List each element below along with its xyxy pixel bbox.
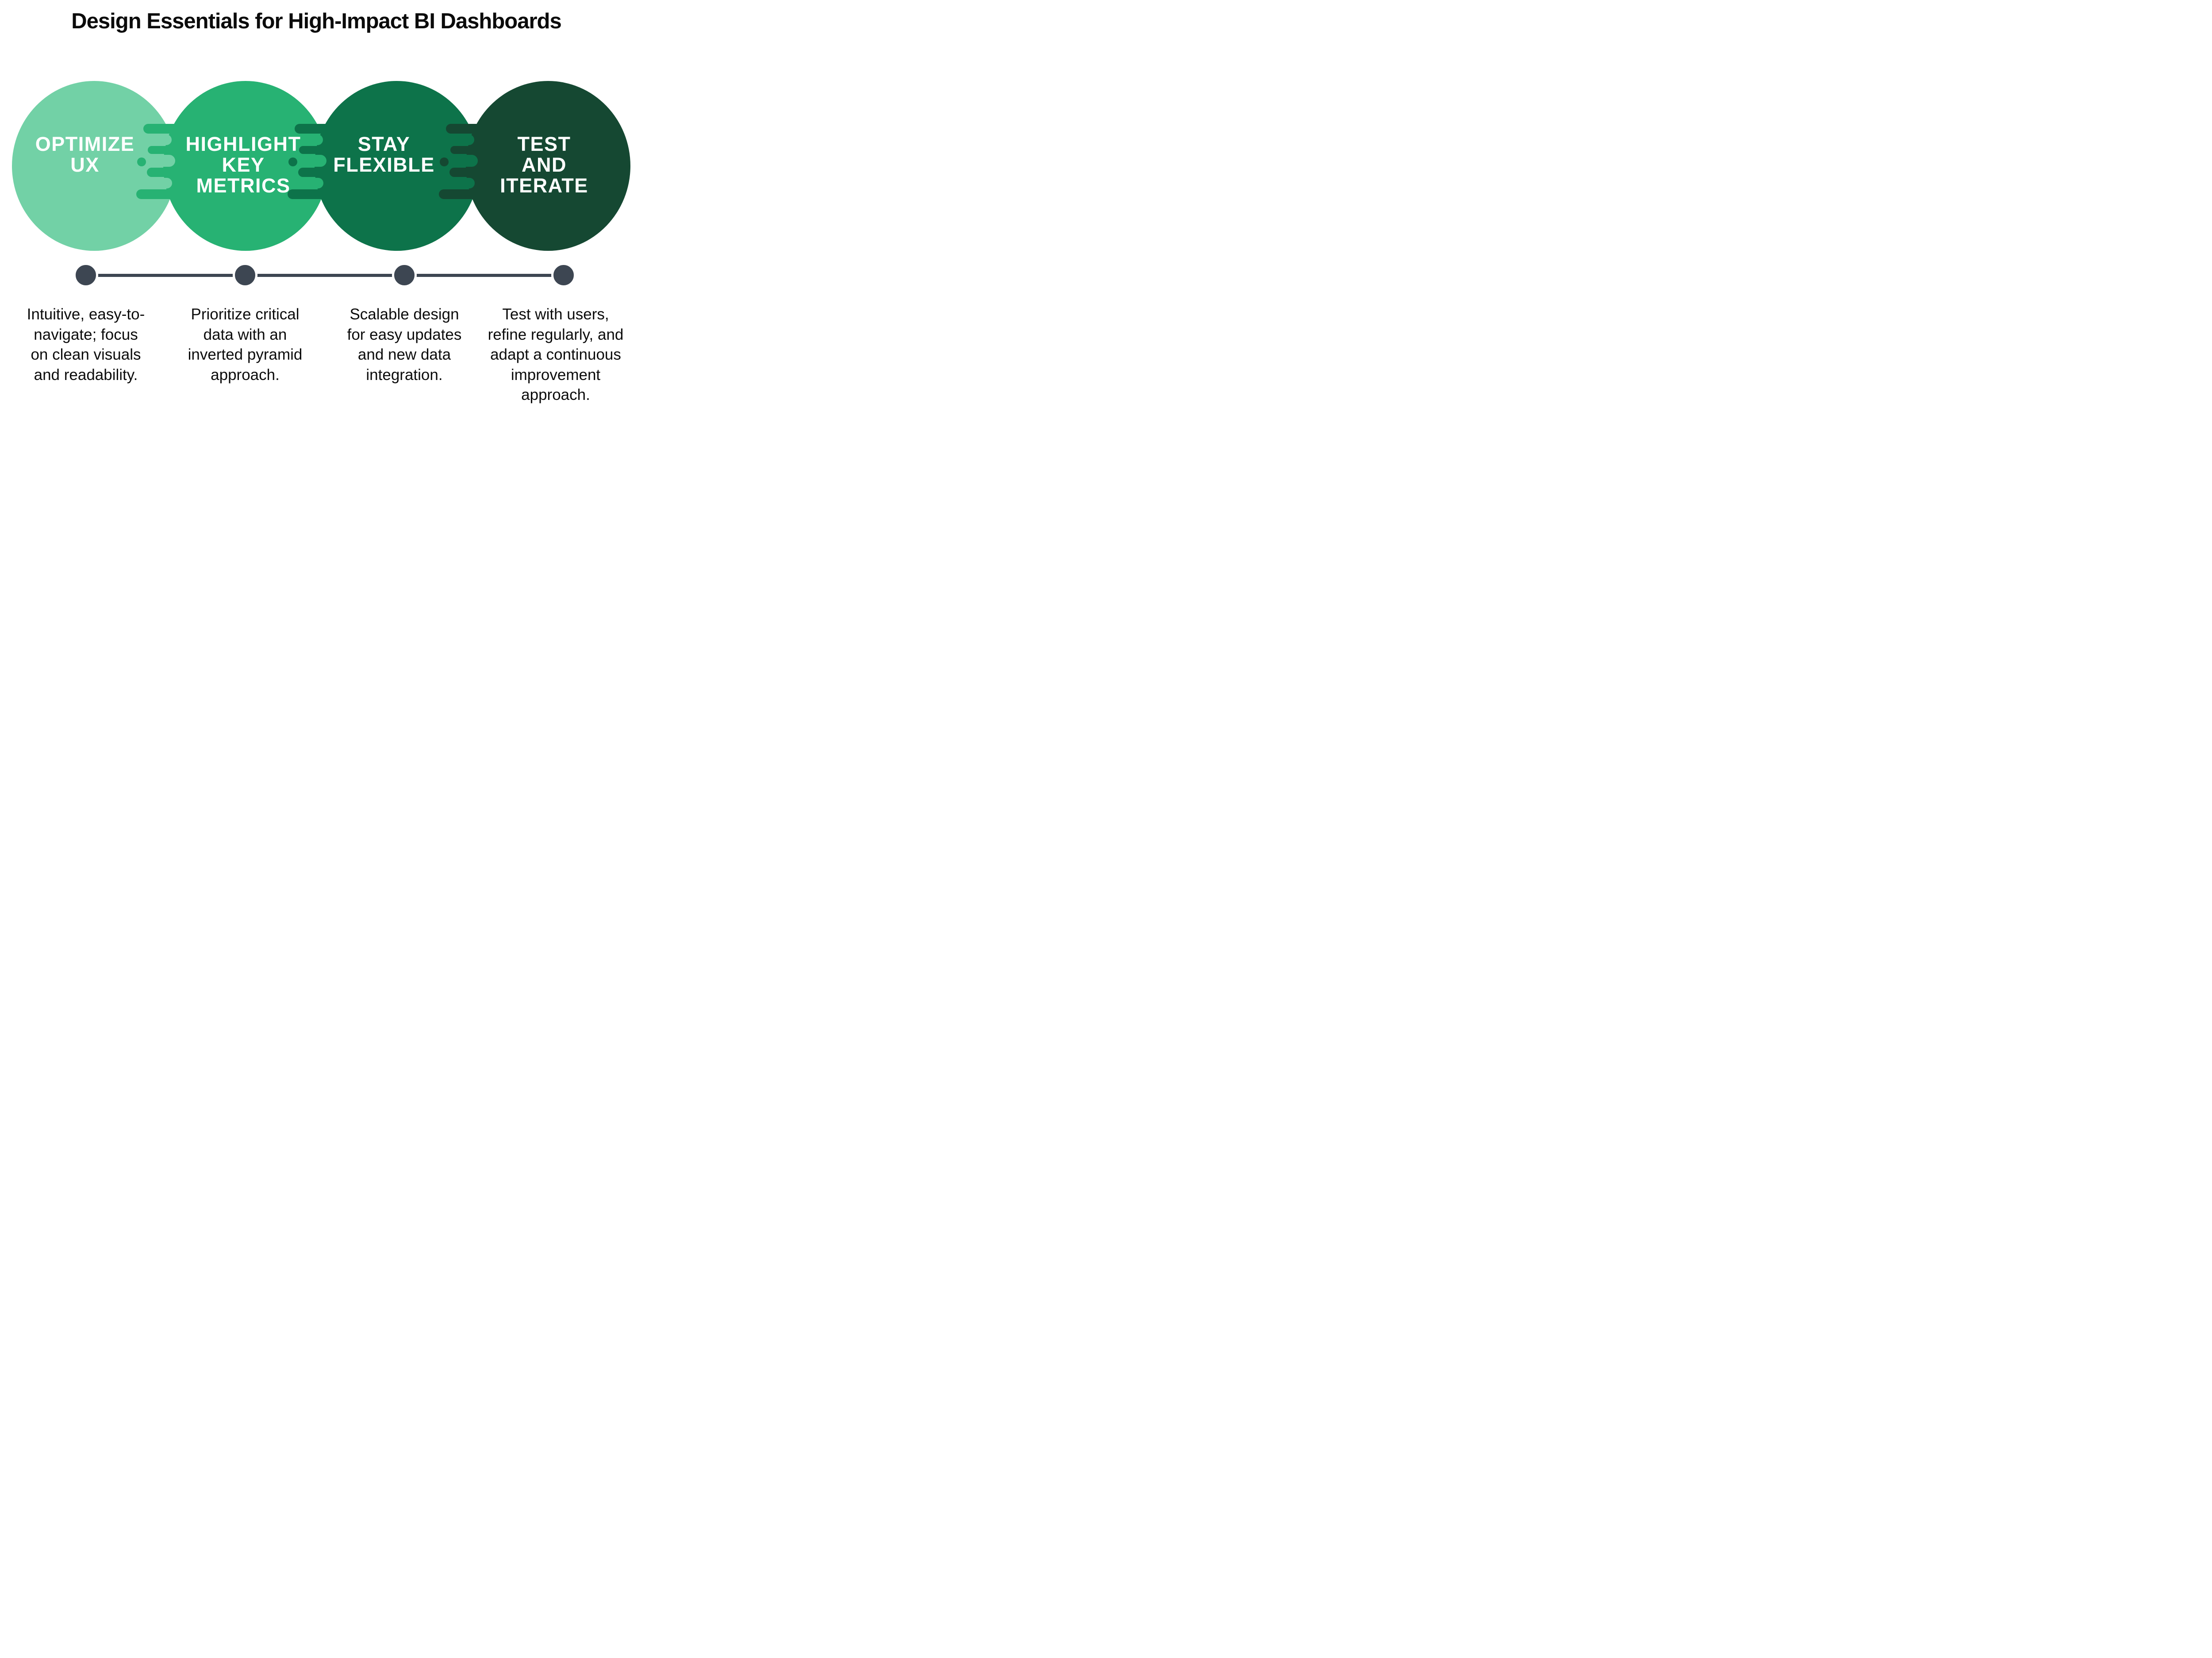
connector-pill	[136, 189, 188, 199]
step-description-1: Intuitive, easy-to- navigate; focus on c…	[27, 306, 145, 384]
connector-dot	[440, 157, 449, 166]
connector-pill	[147, 168, 188, 177]
step-label-2: HIGHLIGHT KEY METRICS	[185, 133, 301, 197]
connector-pill	[299, 146, 340, 154]
connector-pill	[454, 178, 475, 188]
timeline-dot-1	[73, 263, 98, 288]
connector-pill	[143, 124, 188, 134]
connector-pill	[454, 134, 474, 145]
connector-pill	[439, 189, 491, 199]
step-label-4: TEST AND ITERATE	[500, 133, 588, 197]
step-label-3: STAY FLEXIBLE	[333, 133, 435, 176]
step-description-3: Scalable design for easy updates and new…	[347, 306, 462, 384]
connector-pill	[303, 178, 323, 188]
connector-pill	[151, 155, 175, 167]
timeline-dot-2	[233, 263, 257, 288]
step-circle-1	[12, 81, 177, 251]
step-label-1: OPTIMIZE UX	[35, 133, 135, 176]
connector-pill	[446, 124, 491, 134]
connector-pill	[295, 124, 340, 134]
timeline-line	[86, 273, 564, 277]
connector-dot	[288, 157, 297, 166]
step-circle-3	[315, 81, 479, 251]
connector-pill	[454, 155, 478, 167]
step-circle-2	[163, 81, 328, 251]
connector-pill	[303, 134, 323, 145]
connector-pill	[151, 178, 172, 188]
connector-pill	[298, 168, 340, 177]
connector-dot	[137, 157, 146, 166]
timeline-dot-4	[551, 263, 576, 288]
timeline-dot-3	[392, 263, 417, 288]
connector-pill	[450, 146, 491, 154]
connector-pill	[288, 189, 340, 199]
connector-pill	[303, 155, 326, 167]
connector-pill	[151, 134, 172, 145]
step-circle-4	[466, 81, 630, 251]
infographic-canvas: Design Essentials for High-Impact BI Das…	[0, 0, 633, 414]
connector-pill	[148, 146, 188, 154]
step-description-4: Test with users, refine regularly, and a…	[488, 306, 624, 403]
connector-pill	[449, 168, 491, 177]
step-description-2: Prioritize critical data with an inverte…	[188, 306, 303, 384]
infographic-title: Design Essentials for High-Impact BI Das…	[71, 9, 561, 33]
